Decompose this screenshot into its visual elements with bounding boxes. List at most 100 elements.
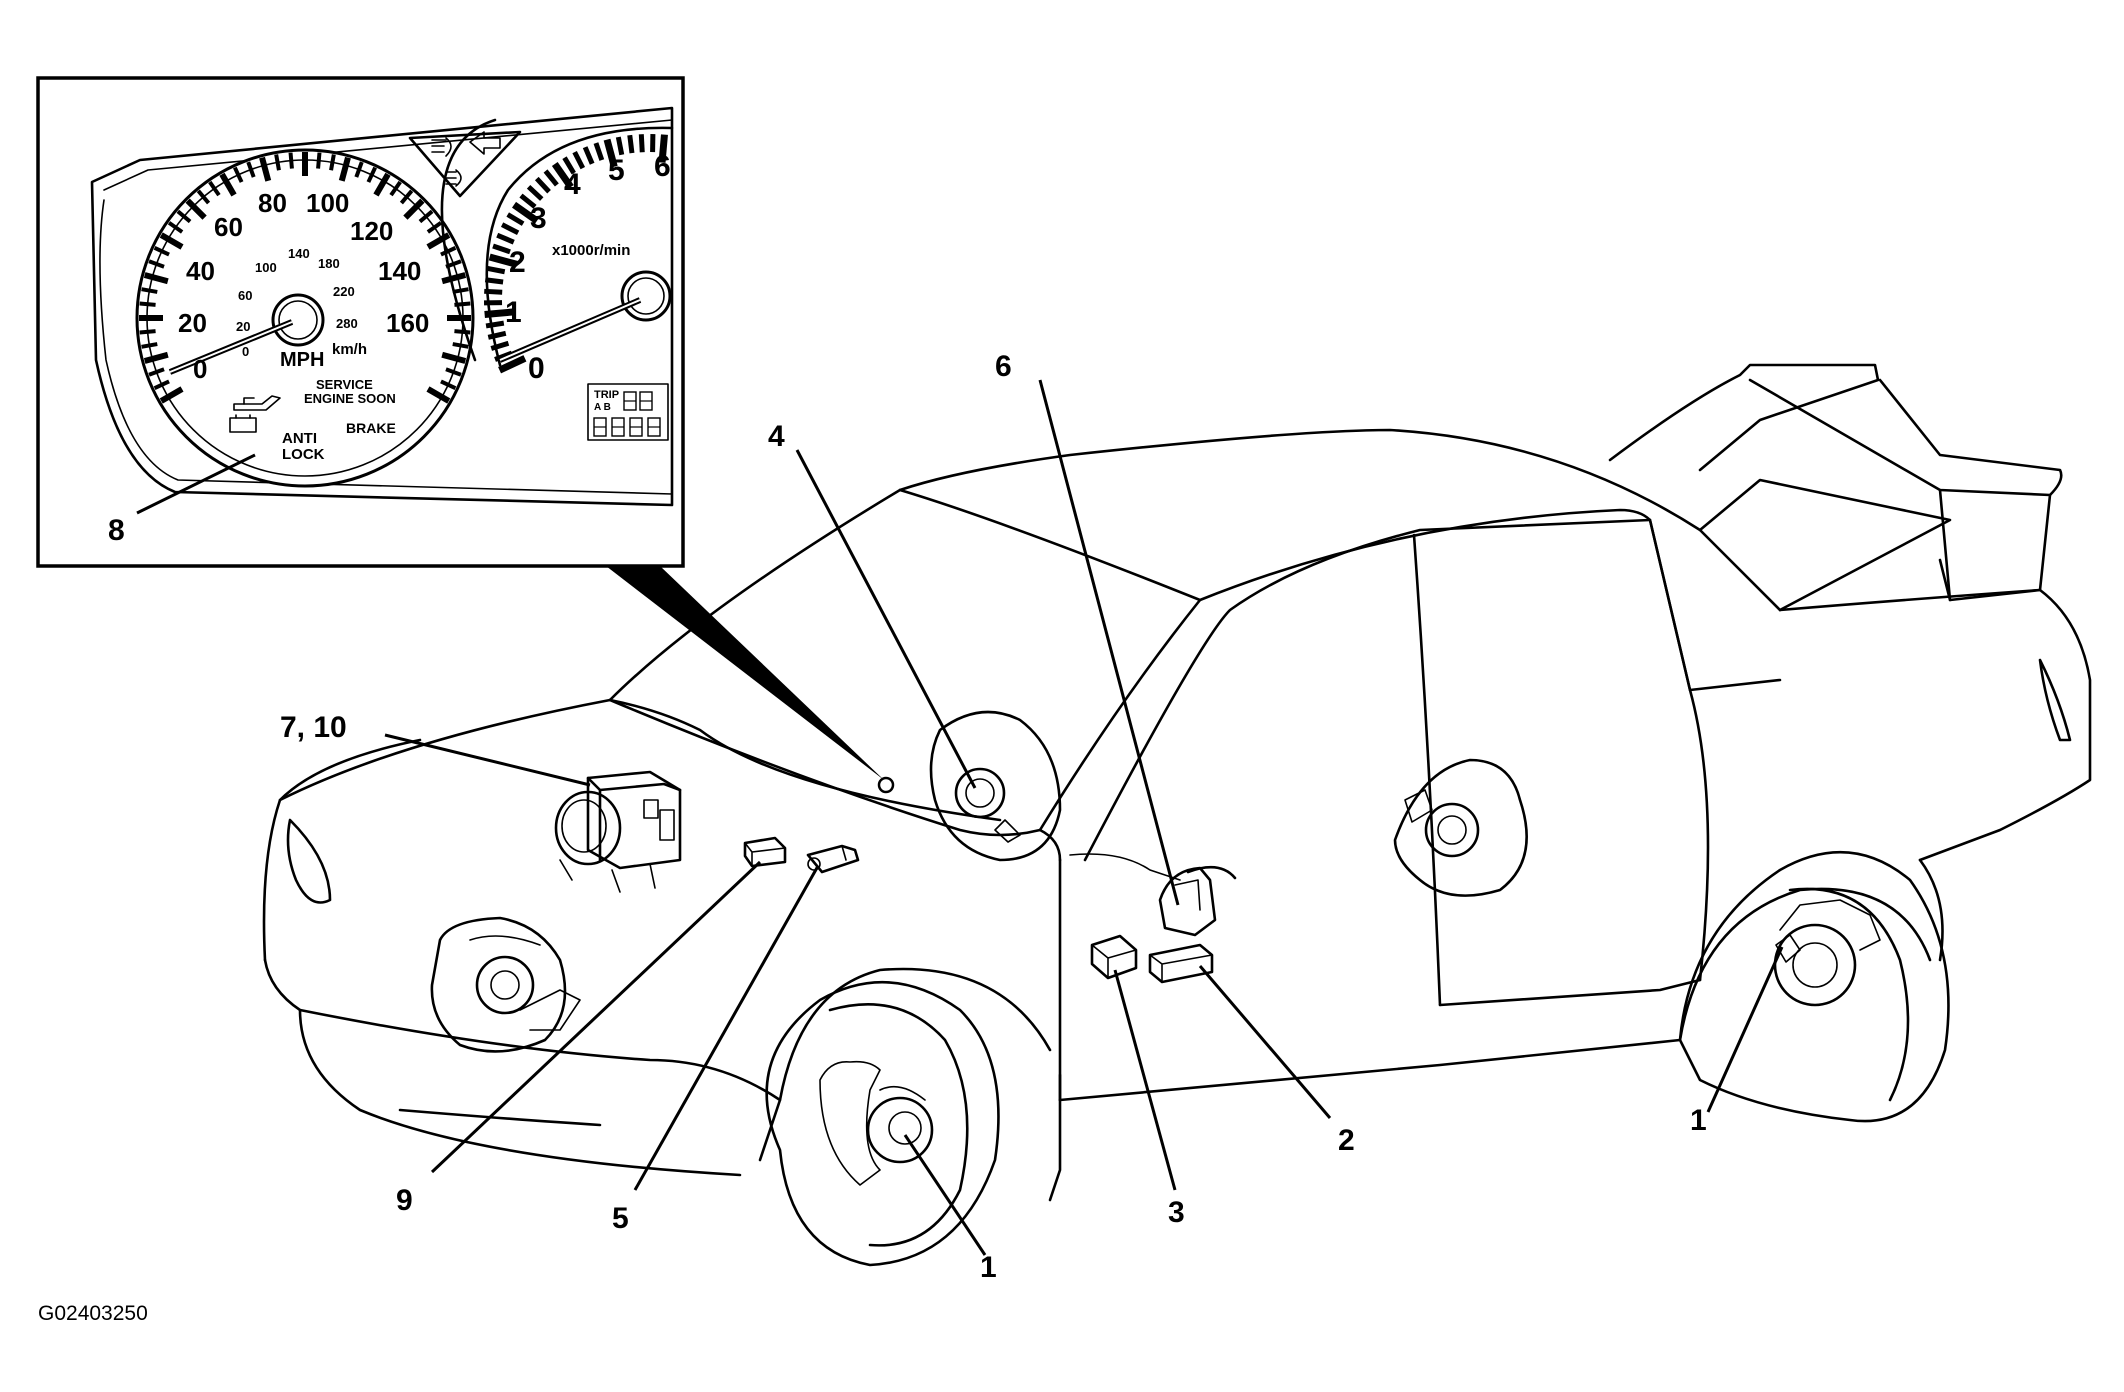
tach-tick [484, 308, 513, 318]
tach-tick [603, 138, 618, 168]
speed-tick [148, 367, 165, 377]
vehicle-outline [262, 363, 2092, 1202]
tach-tick [615, 136, 625, 156]
headlight-indicator-panel [408, 130, 522, 198]
speed-tick [167, 221, 184, 234]
callout-5: 5 [612, 1202, 629, 1235]
speed-tick [153, 379, 170, 390]
speed-tick [403, 198, 425, 220]
speed-tick [139, 301, 156, 307]
callout-1-front: 1 [980, 1251, 997, 1284]
speed-tick [141, 287, 158, 294]
speed-tick [259, 156, 272, 182]
speed-tick [219, 172, 237, 197]
tach-1-label: 1 [505, 296, 522, 329]
speed-tick [148, 259, 165, 269]
figure-code: G02403250 [38, 1302, 148, 1325]
speed-tick [274, 154, 281, 171]
speed-tick [454, 329, 471, 335]
steering-wheel [929, 710, 1062, 862]
speed-160-label: 160 [386, 308, 429, 338]
speed-tick [338, 156, 351, 182]
front-wheel [765, 980, 1000, 1267]
tach-unit-label: x1000r/min [552, 242, 630, 259]
tach-tick [534, 176, 551, 194]
speed-60-label: 60 [214, 212, 243, 242]
kmh-220-label: 220 [333, 284, 355, 299]
speed-tick [373, 172, 391, 197]
speed-tick [445, 367, 462, 377]
tach-tick [487, 330, 507, 340]
speed-tick [426, 232, 451, 250]
speed-tick [329, 154, 336, 171]
tach-tick [500, 222, 520, 236]
abs-hydraulic-control-unit [554, 770, 682, 893]
speed-tick [288, 152, 294, 169]
kmh-280-label: 280 [336, 316, 358, 331]
front-left-brake-assembly [430, 916, 581, 1053]
speed-100-label: 100 [306, 188, 349, 218]
oil-pressure-warning-icon [233, 395, 281, 411]
tachometer: 0 1 2 3 4 5 6 x1000r/min TRIP A B [440, 118, 674, 441]
yaw-rate-sensor [1158, 865, 1237, 937]
callout-9: 9 [396, 1184, 413, 1217]
speed-0-label: 0 [193, 354, 207, 384]
brake-line [1069, 853, 1181, 881]
tach-tick [593, 142, 605, 161]
service-engine-line2: ENGINE SOON [304, 391, 396, 406]
abs-control-module [1148, 943, 1214, 984]
stop-light-switch [806, 844, 860, 874]
tach-tick [543, 169, 559, 187]
tach-tick [484, 288, 503, 295]
brake-warning-label: BRAKE [346, 420, 396, 436]
kmh-180-label: 180 [318, 256, 340, 271]
speed-tick [141, 342, 158, 349]
instrument-cluster-inset: 0 20 40 60 80 100 120 140 160 0 20 60 10… [36, 76, 685, 568]
trip-odometer-display: TRIP A B [587, 383, 669, 441]
speed-tick [440, 246, 457, 257]
callout-2: 2 [1338, 1124, 1355, 1157]
speed-tick [366, 166, 377, 183]
callout-1-rear: 1 [1690, 1104, 1707, 1137]
speed-tick [143, 272, 169, 285]
cluster-location-dot [877, 776, 895, 794]
speed-120-label: 120 [350, 216, 393, 246]
callout-4: 4 [768, 420, 785, 453]
anti-lock-warning-line2: LOCK [282, 446, 325, 463]
service-engine-line1: SERVICE [316, 377, 373, 392]
speed-tick [452, 342, 469, 349]
speed-tick [233, 166, 244, 183]
speed-tick [389, 180, 402, 197]
speed-tick [440, 379, 457, 390]
speed-tick [399, 189, 414, 205]
speed-tick [426, 221, 443, 234]
speed-tick [452, 287, 469, 294]
tach-tick [627, 134, 635, 154]
speed-40-label: 40 [186, 256, 215, 286]
speed-tick [316, 152, 322, 169]
tach-4-label: 4 [564, 168, 581, 201]
speed-tick [354, 161, 364, 178]
tach-tick [506, 212, 525, 226]
speed-tick [153, 246, 170, 257]
tach-3-label: 3 [530, 202, 547, 235]
tach-tick [498, 355, 527, 374]
tach-tick [658, 134, 668, 163]
tach-tick [572, 150, 586, 170]
speed-tick [159, 386, 184, 404]
speed-tick [441, 272, 467, 285]
tach-tick [582, 146, 595, 165]
tach-5-label: 5 [608, 154, 625, 187]
speed-tick [143, 351, 169, 364]
tach-tick [486, 265, 506, 275]
kmh-100-label: 100 [255, 260, 277, 275]
callout-6: 6 [995, 350, 1012, 383]
speed-140-label: 140 [378, 256, 421, 286]
speedometer: 0 20 40 60 80 100 120 140 160 0 20 60 10… [135, 148, 475, 488]
tach-tick [519, 193, 537, 209]
speed-80-label: 80 [258, 188, 287, 218]
speed-tick [441, 351, 467, 364]
tach-tick [551, 162, 574, 189]
rear-left-brake-assembly [1393, 758, 1528, 897]
